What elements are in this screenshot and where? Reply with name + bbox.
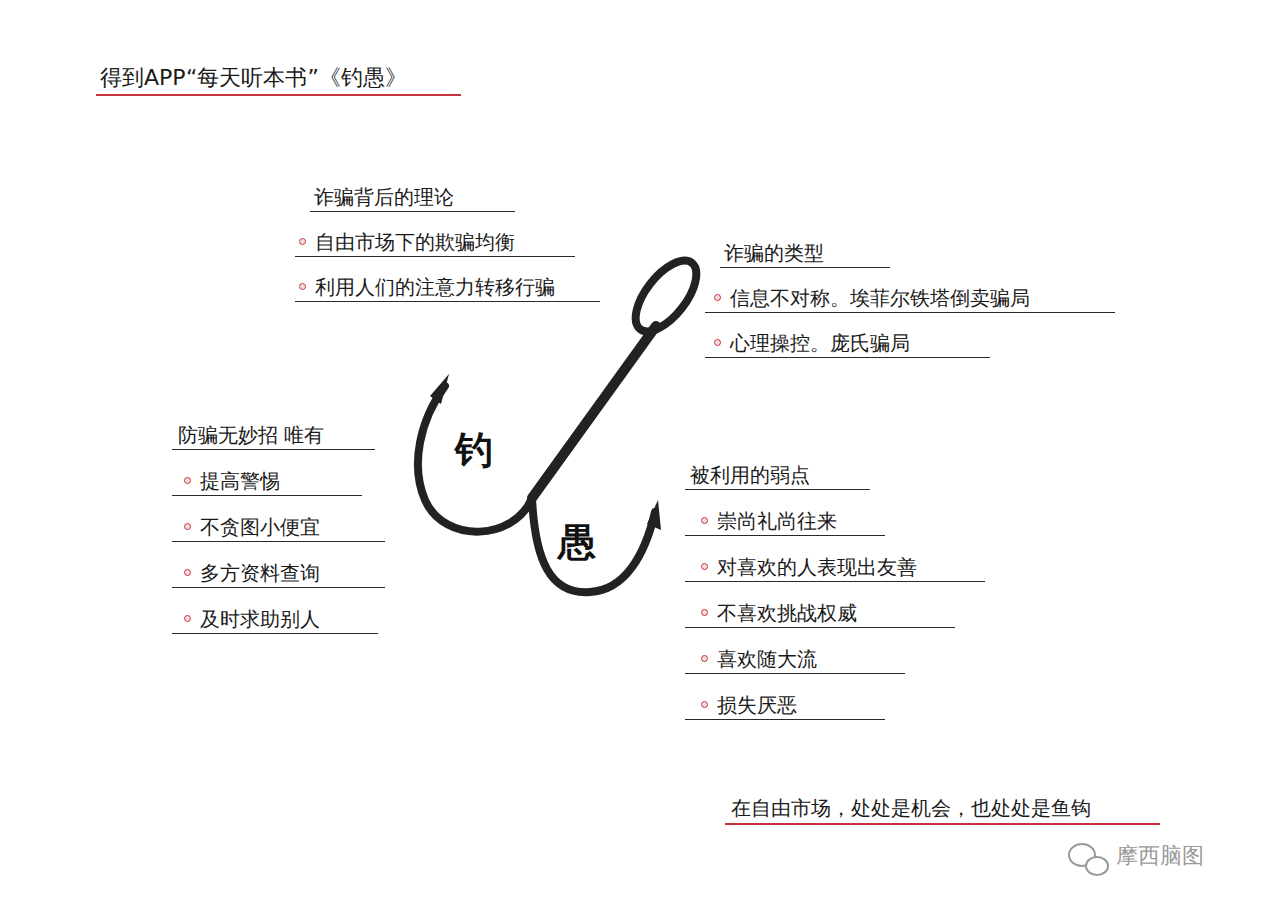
bullet-dot — [701, 655, 708, 662]
hook-shank — [532, 326, 656, 498]
branch-item-row: 提高警惕 — [172, 468, 362, 496]
branch-heading: 防骗无妙招 唯有 — [178, 423, 324, 447]
bullet-dot — [184, 569, 191, 576]
branch-item-row: 及时求助别人 — [172, 606, 378, 634]
branch-item: 崇尚礼尚往来 — [717, 509, 837, 533]
branch-item-row: 心理操控。庞氏骗局 — [705, 330, 990, 358]
hook-left-bend — [418, 386, 532, 532]
bullet-dot — [701, 701, 708, 708]
branch-item: 不贪图小便宜 — [200, 515, 320, 539]
branch-heading: 诈骗的类型 — [724, 241, 824, 265]
branch-item: 喜欢随大流 — [717, 647, 817, 671]
branch-heading-row: 诈骗的类型 — [720, 240, 890, 268]
branch-item-row: 对喜欢的人表现出友善 — [685, 554, 985, 582]
bullet-dot — [701, 609, 708, 616]
bullet-dot — [299, 238, 306, 245]
hook-eye — [624, 251, 707, 342]
branch-item-row: 自由市场下的欺骗均衡 — [295, 229, 575, 257]
branch-item-row: 损失厌恶 — [685, 692, 885, 720]
bullet-dot — [701, 517, 708, 524]
branch-heading-row: 诈骗背后的理论 — [310, 184, 515, 212]
caption: 在自由市场，处处是机会，也处处是鱼钩 — [725, 794, 1160, 825]
branch-item: 提高警惕 — [200, 469, 280, 493]
bullet-dot — [714, 294, 721, 301]
bullet-dot — [299, 283, 306, 290]
branch-item: 对喜欢的人表现出友善 — [717, 555, 917, 579]
hook-character: 钓 — [455, 430, 493, 472]
hook-right-bend — [532, 498, 655, 592]
branch-heading-row: 防骗无妙招 唯有 — [172, 422, 375, 450]
branch-group: 防骗无妙招 唯有提高警惕不贪图小便宜多方资料查询及时求助别人 — [172, 422, 385, 634]
branch-heading-row: 被利用的弱点 — [685, 462, 870, 490]
wechat-icon — [1069, 844, 1108, 875]
bullet-dot — [701, 563, 708, 570]
branch-item: 自由市场下的欺骗均衡 — [315, 230, 515, 254]
watermark: 摩西脑图 — [1116, 844, 1204, 868]
branch-group: 诈骗背后的理论自由市场下的欺骗均衡利用人们的注意力转移行骗 — [295, 184, 600, 302]
branch-item: 及时求助别人 — [200, 607, 320, 631]
bullet-dot — [184, 477, 191, 484]
branch-item-row: 多方资料查询 — [172, 560, 385, 588]
branch-group: 被利用的弱点崇尚礼尚往来对喜欢的人表现出友善不喜欢挑战权威喜欢随大流损失厌恶 — [685, 462, 985, 720]
bullet-dot — [714, 339, 721, 346]
branch-group: 诈骗的类型信息不对称。埃菲尔铁塔倒卖骗局心理操控。庞氏骗局 — [705, 240, 1115, 358]
branch-item-row: 喜欢随大流 — [685, 646, 905, 674]
branch-item-row: 利用人们的注意力转移行骗 — [295, 274, 600, 302]
branch-item: 不喜欢挑战权威 — [717, 601, 857, 625]
branch-item-row: 崇尚礼尚往来 — [685, 508, 885, 536]
branch-item-row: 不贪图小便宜 — [172, 514, 385, 542]
branch-item-row: 不喜欢挑战权威 — [685, 600, 955, 628]
hook-barb — [430, 374, 449, 404]
hook-barb — [647, 500, 661, 530]
branch-heading: 诈骗背后的理论 — [314, 185, 454, 209]
branch-heading: 被利用的弱点 — [690, 463, 810, 487]
bullet-dot — [184, 523, 191, 530]
branch-item: 信息不对称。埃菲尔铁塔倒卖骗局 — [730, 286, 1030, 310]
bullet-dot — [184, 615, 191, 622]
branch-item: 心理操控。庞氏骗局 — [730, 331, 910, 355]
branch-item: 多方资料查询 — [200, 561, 320, 585]
branch-item: 损失厌恶 — [717, 693, 797, 717]
hook-character: 愚 — [558, 522, 596, 564]
title: 得到APP“每天听本书”《钓愚》 — [96, 64, 461, 96]
branch-item-row: 信息不对称。埃菲尔铁塔倒卖骗局 — [705, 285, 1115, 313]
branch-item: 利用人们的注意力转移行骗 — [315, 275, 555, 299]
